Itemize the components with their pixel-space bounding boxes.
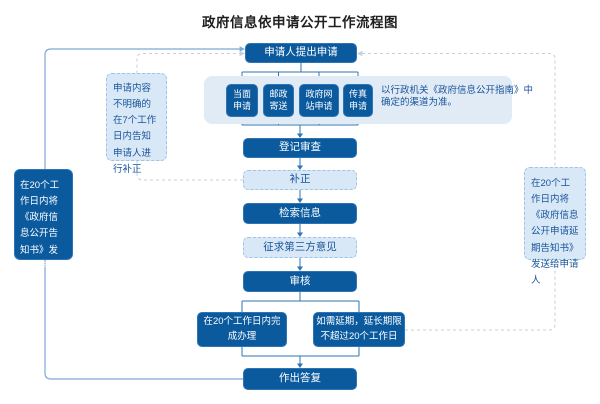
node-third-party-opinion: 征求第三方意见 <box>243 237 357 258</box>
reply-notice: 在20个工作日内将《政府信息公开告知书》发送给申请人 <box>14 169 73 288</box>
node-register-review: 登记审查 <box>243 138 357 158</box>
node-method-in-person: 当面申请 <box>226 84 258 117</box>
extension-loop-arrow <box>357 50 363 57</box>
node-method-fax: 传真申请 <box>343 84 373 117</box>
reply-loop-arrow <box>239 46 245 52</box>
node-deadline: 在20个工作日内完成办理 <box>197 312 287 347</box>
node-search-info: 检索信息 <box>243 203 357 224</box>
extension-loop-line <box>362 52 556 331</box>
node-reply: 作出答复 <box>243 368 357 390</box>
correction-loop-line <box>136 52 243 181</box>
node-correction: 补正 <box>243 170 357 190</box>
correction-note: 申请内容不明确的在7个工作日内告知申请人进行补正 <box>106 73 167 175</box>
correction-loop-arrow <box>239 50 245 57</box>
node-extension: 如需延期，延长期限不超过20个工作日 <box>313 312 405 347</box>
node-method-postal: 邮政寄送 <box>263 84 294 117</box>
node-apply: 申请人提出申请 <box>245 43 357 63</box>
methods-note: 以行政机关《政府信息公开指南》中确定的渠道为准。 <box>381 85 534 108</box>
node-method-website: 政府网站申请 <box>299 84 339 117</box>
extension-notice: 在20个工作日内将《政府信息公开申请延期告知书》 发送给申请人 <box>524 167 586 286</box>
node-review: 审核 <box>243 271 357 292</box>
page-title: 政府信息依申请公开工作流程图 <box>202 15 398 30</box>
